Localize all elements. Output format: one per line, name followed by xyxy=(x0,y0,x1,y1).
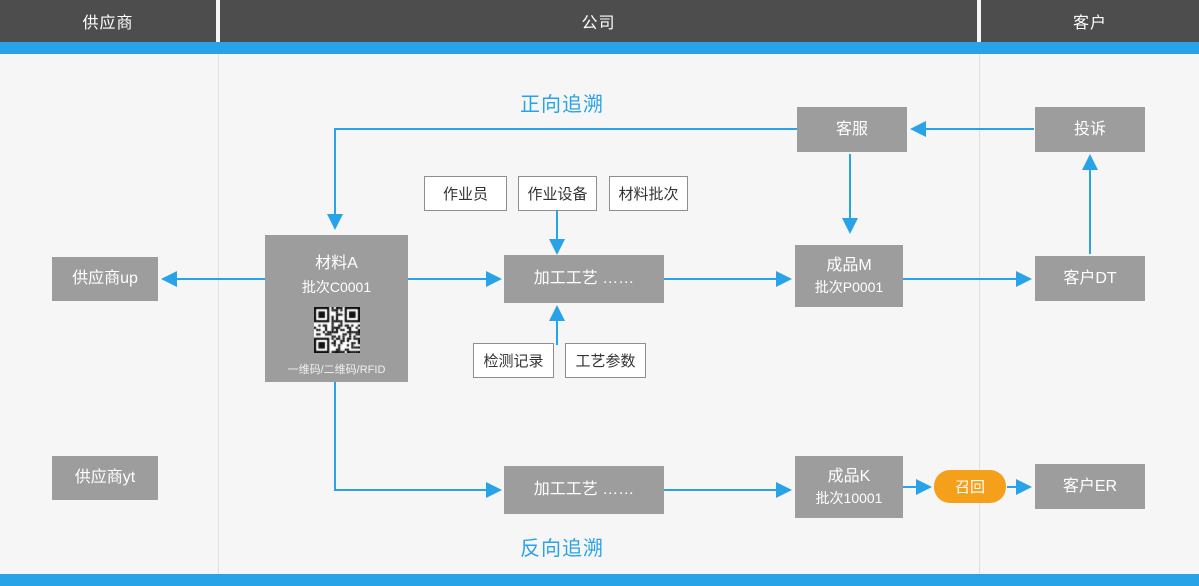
node-supplier-up-label: 供应商up xyxy=(72,270,138,288)
header-column-customer: 客户 xyxy=(981,0,1199,42)
node-customer-dt[interactable]: 客户DT xyxy=(1035,256,1145,301)
node-operator[interactable]: 作业员 xyxy=(424,176,507,211)
node-process-param-label: 工艺参数 xyxy=(575,353,636,370)
node-supplier-yt[interactable]: 供应商yt xyxy=(52,456,158,500)
node-complaint-label: 投诉 xyxy=(1073,120,1106,138)
node-supplier-yt-label: 供应商yt xyxy=(74,469,136,487)
header-label-supplier: 供应商 xyxy=(82,15,134,32)
node-product-m-line2: 批次P0001 xyxy=(814,279,884,296)
node-material-batch-label: 材料批次 xyxy=(618,186,679,203)
node-material-batch[interactable]: 材料批次 xyxy=(609,176,688,211)
node-product-m[interactable]: 成品M 批次P0001 xyxy=(795,245,903,307)
node-process-bottom[interactable]: 加工工艺 …… xyxy=(504,466,664,514)
node-material-a-line1: 材料A xyxy=(315,255,358,272)
node-customer-er-label: 客户ER xyxy=(1062,477,1118,495)
node-operator-label: 作业员 xyxy=(442,186,488,203)
node-product-k[interactable]: 成品K 批次10001 xyxy=(795,456,903,518)
node-material-a[interactable]: 材料A 批次C0001 一维码/二维码/RFID xyxy=(265,235,408,382)
node-process-top[interactable]: 加工工艺 …… xyxy=(504,255,664,303)
node-customer-service[interactable]: 客服 xyxy=(797,107,907,152)
node-equipment-label: 作业设备 xyxy=(527,186,588,203)
column-divider-right xyxy=(979,54,980,574)
node-customer-service-label: 客服 xyxy=(835,120,868,138)
node-process-param[interactable]: 工艺参数 xyxy=(565,343,646,378)
accent-bar-top xyxy=(0,42,1199,54)
node-material-a-code-label: 一维码/二维码/RFID xyxy=(287,364,386,376)
node-process-bottom-label: 加工工艺 …… xyxy=(533,481,635,499)
header-label-company: 公司 xyxy=(581,15,616,32)
section-title-backward: 反向追溯 xyxy=(520,538,604,560)
node-inspection-record[interactable]: 检测记录 xyxy=(473,343,554,378)
header-column-company: 公司 xyxy=(220,0,977,42)
node-process-top-label: 加工工艺 …… xyxy=(533,270,635,288)
header-label-customer: 客户 xyxy=(1072,15,1107,32)
node-inspection-record-label: 检测记录 xyxy=(483,353,544,370)
qr-code xyxy=(313,307,360,353)
node-supplier-up[interactable]: 供应商up xyxy=(52,257,158,301)
node-customer-er[interactable]: 客户ER xyxy=(1035,464,1145,509)
node-material-a-line2: 批次C0001 xyxy=(301,279,372,295)
node-product-k-line1: 成品K xyxy=(827,468,871,486)
node-equipment[interactable]: 作业设备 xyxy=(518,176,597,211)
node-complaint[interactable]: 投诉 xyxy=(1035,107,1145,152)
node-customer-dt-label: 客户DT xyxy=(1063,269,1117,287)
column-divider-left xyxy=(218,54,219,574)
section-title-forward: 正向追溯 xyxy=(520,94,604,116)
node-recall-label: 召回 xyxy=(954,479,985,496)
accent-bar-bottom xyxy=(0,574,1199,586)
node-product-m-line1: 成品M xyxy=(826,257,872,275)
header-column-supplier: 供应商 xyxy=(0,0,216,42)
node-recall[interactable]: 召回 xyxy=(934,470,1006,503)
node-product-k-line2: 批次10001 xyxy=(815,490,883,507)
